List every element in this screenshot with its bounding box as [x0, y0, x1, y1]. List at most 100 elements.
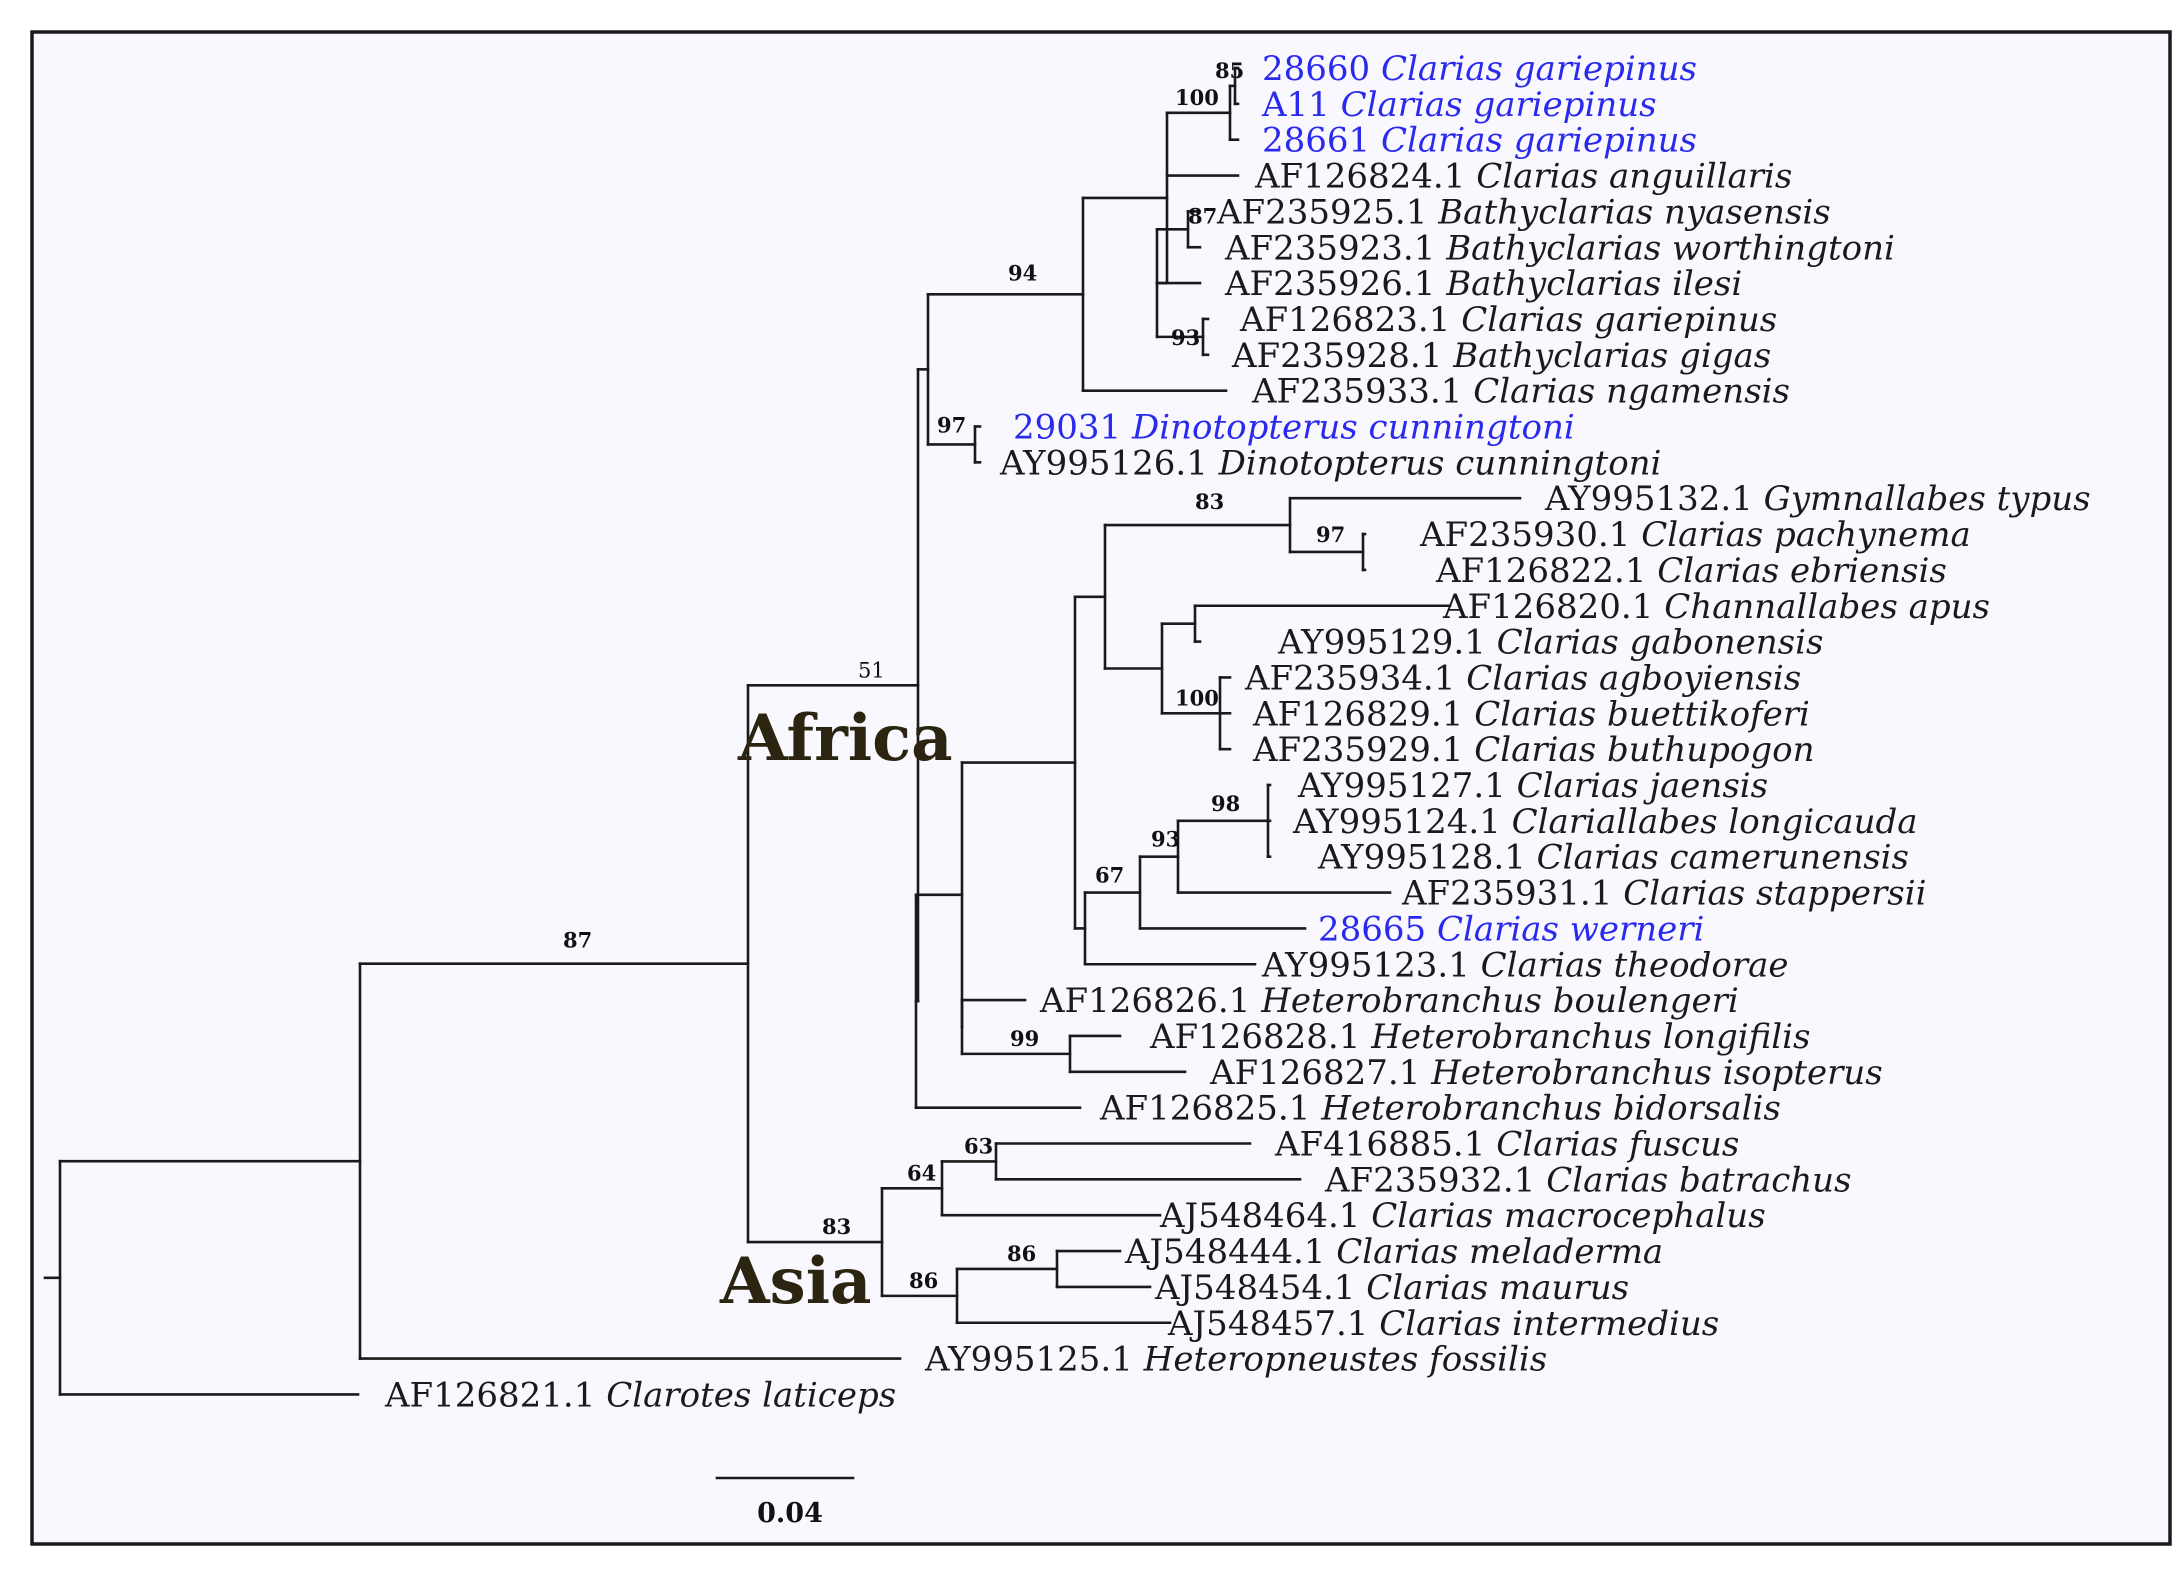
leaf-species: Bathyclarias ilesi — [1445, 264, 1742, 304]
leaf-label: AF235925.1 Bathyclarias nyasensis — [1216, 192, 1831, 232]
leaf-label: AF126827.1 Heterobranchus isopterus — [1209, 1053, 1883, 1093]
leaf-label: AF126825.1 Heterobranchus bidorsalis — [1099, 1089, 1781, 1129]
leaf-accession: 28660 — [1262, 49, 1381, 89]
leaf-accession: AF126829.1 — [1252, 694, 1474, 734]
leaf-species: Clarias gabonensis — [1497, 623, 1824, 663]
leaf-label: AJ548454.1 Clarias maurus — [1154, 1268, 1629, 1308]
leaf-accession: AF126825.1 — [1099, 1089, 1321, 1129]
leaf-label: AF235926.1 Bathyclarias ilesi — [1224, 264, 1742, 304]
leaf-species: Clariallabes longicauda — [1512, 802, 1918, 842]
leaf-accession: AF235928.1 — [1231, 336, 1453, 376]
leaf-species: Clarias gariepinus — [1341, 85, 1657, 125]
leaf-species: Clarias werneri — [1437, 909, 1704, 949]
bootstrap-value-pachynema-ebriensis: 97 — [1316, 522, 1345, 547]
leaf-accession: AY995123.1 — [1261, 945, 1481, 985]
leaf-species: Clarias anguillaris — [1476, 157, 1792, 197]
leaf-species: Clarias gariepinus — [1381, 49, 1697, 89]
leaf-label: 28661 Clarias gariepinus — [1262, 121, 1697, 161]
leaf-label: AF126824.1 Clarias anguillaris — [1254, 157, 1792, 197]
leaf-label: AY995129.1 Clarias gabonensis — [1277, 623, 1823, 663]
leaf-accession: AF235934.1 — [1244, 658, 1466, 698]
leaf-label: AF126828.1 Heterobranchus longifilis — [1149, 1017, 1811, 1057]
leaf-accession: AY995126.1 — [999, 443, 1219, 483]
leaf-accession: AY995132.1 — [1544, 479, 1764, 519]
leaf-accession: AF126824.1 — [1254, 157, 1476, 197]
leaf-accession: AY995127.1 — [1297, 766, 1517, 806]
leaf-accession: AF235933.1 — [1251, 372, 1473, 412]
leaf-species: Dinotopterus cunningtoni — [1218, 443, 1662, 483]
bootstrap-value-agboyiensis-group: 100 — [1175, 685, 1219, 710]
leaf-label: AY995125.1 Heteropneustes fossilis — [924, 1340, 1547, 1380]
leaf-species: Clarotes laticeps — [606, 1375, 896, 1415]
leaf-label: AF235932.1 Clarias batrachus — [1324, 1160, 1852, 1200]
bootstrap-value-asia: 83 — [822, 1214, 851, 1239]
leaf-accession: AF126822.1 — [1435, 551, 1657, 591]
leaf-accession: AF416885.1 — [1274, 1125, 1496, 1165]
leaf-species: Clarias pachynema — [1641, 515, 1971, 555]
bootstrap-value-gariepinus-trio: 100 — [1175, 85, 1219, 110]
region-label-africa: Africa — [737, 701, 953, 776]
scale-bar-label: 0.04 — [757, 1498, 823, 1529]
leaf-label: AY995126.1 Dinotopterus cunningtoni — [999, 443, 1661, 483]
leaf-species: Heterobranchus isopterus — [1430, 1053, 1883, 1093]
bootstrap-value-clarias-main: 94 — [1008, 260, 1037, 285]
leaf-species: Channallabes apus — [1664, 587, 1990, 627]
leaf-species: Clarias fuscus — [1496, 1125, 1739, 1165]
leaf-species: Clarias theodorae — [1481, 945, 1789, 985]
leaf-label: AY995123.1 Clarias theodorae — [1261, 945, 1789, 985]
bootstrap-value-africa: 51 — [858, 658, 885, 682]
leaf-accession: AF235931.1 — [1401, 874, 1623, 914]
bootstrap-value-ingroup: 87 — [563, 928, 592, 953]
leaf-species: Clarias buettikoferi — [1474, 694, 1810, 734]
leaf-species: Clarias ebriensis — [1657, 551, 1947, 591]
leaf-species: Clarias maurus — [1366, 1268, 1629, 1308]
leaf-species: Bathyclarias worthingtoni — [1445, 228, 1895, 268]
leaf-accession: 28665 — [1318, 909, 1437, 949]
leaf-accession: AF126826.1 — [1039, 981, 1261, 1021]
leaf-species: Heterobranchus longifilis — [1370, 1017, 1810, 1057]
leaf-accession: AF126820.1 — [1442, 587, 1664, 627]
bootstrap-value-stappersii-group: 93 — [1151, 827, 1180, 852]
bootstrap-value-heterobranchus-pair: 99 — [1010, 1026, 1039, 1051]
leaf-label: AF235933.1 Clarias ngamensis — [1251, 372, 1790, 412]
leaf-species: Clarias gariepinus — [1381, 121, 1697, 161]
leaf-label: AY995132.1 Gymnallabes typus — [1544, 479, 2091, 519]
leaf-label: AF416885.1 Clarias fuscus — [1274, 1125, 1739, 1165]
tree-branches — [43, 66, 1522, 1396]
leaf-accession: AJ548444.1 — [1124, 1232, 1336, 1272]
bootstrap-value-gymnallabes-group: 83 — [1195, 489, 1224, 514]
leaf-label: 29031 Dinotopterus cunningtoni — [1013, 408, 1575, 448]
leaf-label: A11 Clarias gariepinus — [1261, 85, 1657, 125]
leaf-label: AF126820.1 Channallabes apus — [1442, 587, 1990, 627]
leaf-accession: AY995129.1 — [1277, 623, 1497, 663]
leaf-accession: AF235926.1 — [1224, 264, 1446, 304]
leaf-label: 28660 Clarias gariepinus — [1262, 49, 1697, 89]
leaf-label: AF235930.1 Clarias pachynema — [1419, 515, 1971, 555]
leaf-label: AF126829.1 Clarias buettikoferi — [1252, 694, 1810, 734]
leaf-accession: AY995125.1 — [924, 1340, 1144, 1380]
leaf-species: Bathyclarias gigas — [1452, 336, 1771, 376]
leaf-species: Clarias intermedius — [1379, 1304, 1719, 1344]
leaf-accession: 29031 — [1013, 408, 1132, 448]
leaf-species: Clarias gariepinus — [1461, 300, 1777, 340]
leaf-label: AF235928.1 Bathyclarias gigas — [1231, 336, 1771, 376]
leaf-accession: AF235932.1 — [1324, 1160, 1546, 1200]
tree-frame — [30, 30, 2172, 1546]
leaf-accession: AF235923.1 — [1224, 228, 1446, 268]
bootstrap-value-werneri-group: 67 — [1095, 863, 1124, 888]
leaf-label: AF235923.1 Bathyclarias worthingtoni — [1224, 228, 1895, 268]
leaf-accession: AF126828.1 — [1149, 1017, 1371, 1057]
leaf-species: Clarias camerunensis — [1537, 838, 1909, 878]
leaf-accession: AF235925.1 — [1216, 192, 1438, 232]
bootstrap-value-gariepinus-pair: 85 — [1215, 58, 1244, 83]
leaf-species: Heterobranchus boulengeri — [1260, 981, 1739, 1021]
leaf-label: AY995124.1 Clariallabes longicauda — [1292, 802, 1918, 842]
leaf-species: Clarias agboyiensis — [1466, 658, 1801, 698]
leaf-label: AF126826.1 Heterobranchus boulengeri — [1039, 981, 1739, 1021]
leaf-accession: AF235930.1 — [1419, 515, 1641, 555]
leaf-species: Heteropneustes fossilis — [1143, 1340, 1547, 1380]
leaf-species: Bathyclarias nyasensis — [1437, 192, 1830, 232]
leaf-label: AF126823.1 Clarias gariepinus — [1239, 300, 1777, 340]
bootstrap-value-intermedius-group: 86 — [909, 1268, 938, 1293]
